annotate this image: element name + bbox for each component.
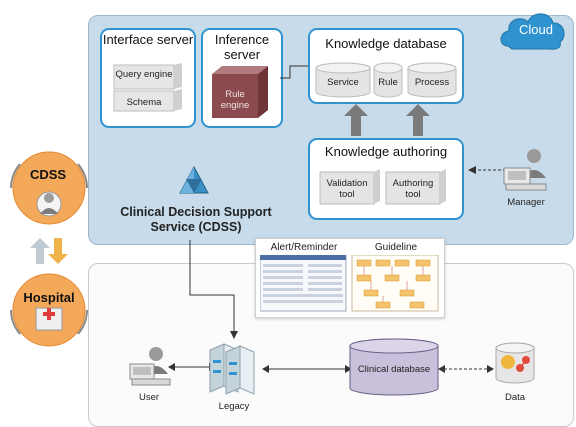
cloud-icon [500,13,565,50]
legacy-label: Legacy [218,401,250,412]
manager-icon [503,149,547,191]
user-icon [129,347,171,386]
schema-label: Schema [126,97,162,108]
clinical-database-icon [349,338,439,396]
exchange-arrows-icon [30,238,68,264]
interface-server-title: Interface server [102,32,194,47]
db-data-arrow [438,365,494,373]
data-label: Data [504,392,526,403]
hospital-label: Hospital [23,290,75,305]
inference-server-title: Inference server [214,32,270,62]
legacy-db-arrow [262,365,352,373]
alert-reminder-label: Alert/Reminder [270,242,338,253]
left-side-graphics [10,151,88,347]
cdss-service-label: Clinical Decision Support Service (CDSS) [120,205,272,234]
guideline-label: Guideline [374,242,418,253]
kb-item-service: Service [327,77,359,88]
manager-label: Manager [507,197,545,208]
authoring-to-db-arrows [344,104,430,136]
user-label: User [138,392,160,403]
screens-thumbnails [260,255,439,312]
query-engine-label: Query engine [115,69,173,80]
knowledge-authoring-title: Knowledge authoring [324,144,448,159]
kb-item-rule: Rule [378,77,398,88]
rule-engine-cube [212,66,268,118]
knowledge-db-cylinders [315,62,457,98]
kb-item-process: Process [414,77,450,88]
authoring-tools [319,169,446,205]
authoring-tool-label: Authoring tool [392,178,434,200]
knowledge-database-title: Knowledge database [325,36,447,51]
manager-connector [468,166,506,174]
cdss-legacy-connector [189,240,238,339]
clinical-database-label: Clinical database [357,364,431,375]
legacy-server-icon [209,343,255,395]
interface-layers [113,63,182,112]
validation-tool-label: Validation tool [326,178,368,200]
rule-engine-label: Rule engine [220,89,250,111]
data-icon [495,342,535,384]
cdss-label: CDSS [29,167,67,182]
inference-db-connector [280,65,310,79]
cloud-label: Cloud [519,22,553,37]
cdss-service-logo [179,165,209,194]
